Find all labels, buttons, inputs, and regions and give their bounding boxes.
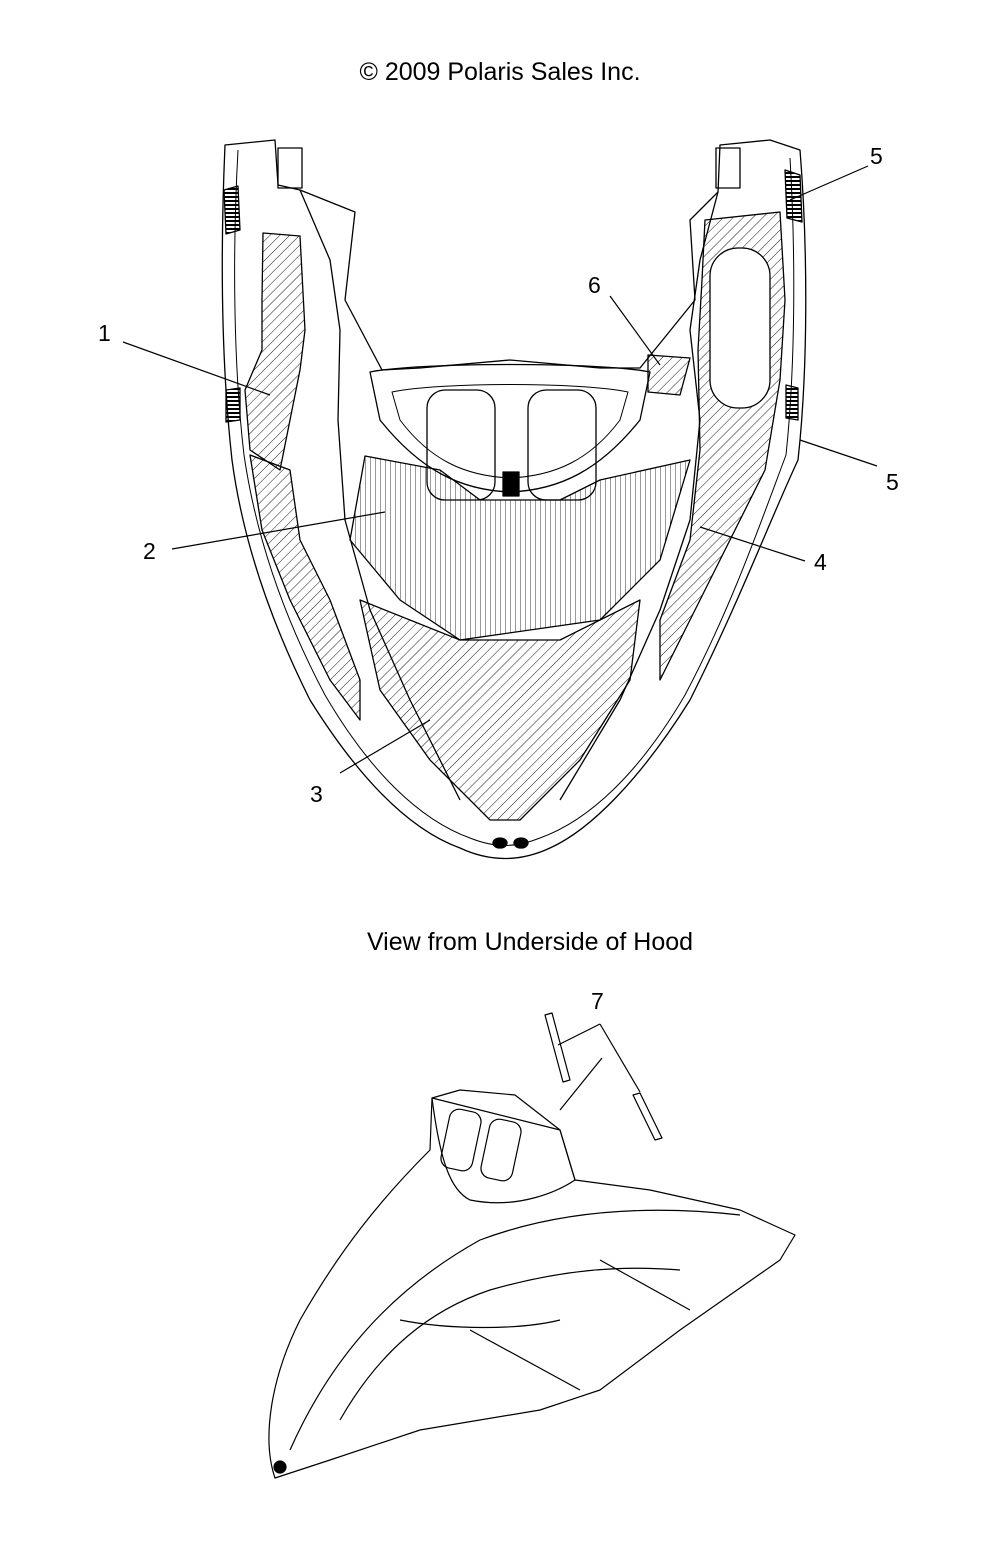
latch-center	[502, 471, 520, 497]
leader-5b	[799, 439, 878, 467]
nose-light-left	[492, 837, 508, 849]
leader-7a	[557, 1023, 601, 1046]
right-tab	[715, 147, 741, 189]
iso-vent-right	[480, 1118, 522, 1182]
callout-7: 7	[591, 988, 604, 1014]
leader-2	[171, 511, 386, 550]
iso-vent-left	[440, 1108, 482, 1172]
hood-inner-edge	[234, 149, 795, 846]
callout-6: 6	[588, 272, 601, 298]
callout-4: 4	[814, 549, 827, 575]
decal-1	[244, 232, 306, 471]
iso-windshield	[431, 1097, 576, 1204]
leader-5a	[789, 165, 869, 201]
leader-7c	[559, 1057, 603, 1111]
leader-3	[339, 719, 431, 774]
decal-5-upper	[784, 169, 803, 223]
callout-5-lower: 5	[886, 469, 899, 495]
left-vent-lower	[225, 387, 241, 423]
left-vent-upper	[223, 185, 241, 235]
iso-body-line-4	[469, 1329, 581, 1391]
leader-4	[699, 526, 806, 562]
decal-3	[359, 599, 641, 821]
decal-1-lower	[249, 454, 361, 721]
windshield-inner	[391, 384, 629, 479]
hood-top-view	[221, 139, 807, 860]
callout-2: 2	[143, 538, 156, 564]
leader-1	[122, 341, 271, 396]
right-vent-window	[527, 389, 597, 501]
copyright-text: © 2009 Polaris Sales Inc.	[359, 58, 641, 86]
hood-iso-view	[268, 1012, 796, 1479]
right-scoop	[709, 247, 771, 409]
leader-7b	[599, 1023, 641, 1093]
decal-2	[349, 455, 691, 641]
view-caption: View from Underside of Hood	[366, 928, 694, 956]
callout-3: 3	[310, 781, 323, 807]
decal-7-strip-right	[632, 1092, 663, 1141]
iso-body-line-5	[599, 1259, 691, 1311]
hood-outline	[221, 139, 807, 860]
left-tab	[277, 147, 303, 189]
callout-5-upper: 5	[870, 143, 883, 169]
decal-7-strip-left	[544, 1012, 571, 1083]
decal-6	[647, 354, 691, 396]
callout-1: 1	[98, 320, 111, 346]
nose-light-right	[513, 837, 529, 849]
leader-lines-7	[557, 1023, 641, 1111]
leader-6	[609, 295, 661, 366]
iso-body-line-2	[339, 1267, 681, 1421]
iso-body-line-1	[289, 1209, 741, 1451]
iso-hood-outline	[268, 1089, 796, 1479]
decal-5-lower	[785, 384, 799, 421]
iso-nose-light	[273, 1460, 287, 1474]
leader-lines	[122, 165, 878, 774]
iso-body-line-3	[399, 1319, 561, 1329]
